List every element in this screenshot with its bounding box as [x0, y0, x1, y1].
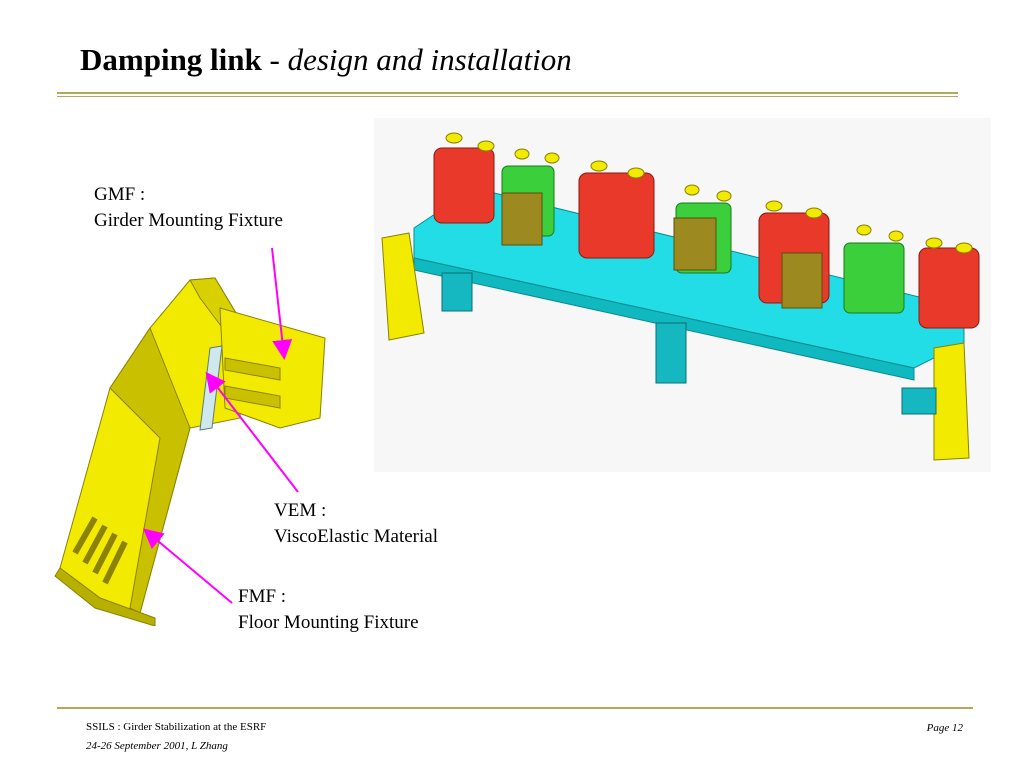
page-title: Damping link - design and installation [80, 40, 572, 80]
footer-conference: SSILS : Girder Stabilization at the ESRF [86, 721, 267, 733]
vem-abbr: VEM : [274, 500, 327, 521]
title-sub: design and installation [287, 42, 572, 77]
fmf-abbr: FMF : [238, 586, 287, 607]
page-number: Page 12 [926, 722, 963, 734]
title-rule [57, 92, 958, 94]
vem-full: ViscoElastic Material [274, 526, 438, 547]
title-rule-thin [57, 96, 958, 97]
title-separator: - [261, 42, 288, 77]
damping-link-illustration [40, 268, 330, 626]
fmf-label: FMF : Floor Mounting Fixture [238, 584, 419, 636]
girder-assembly-illustration [374, 118, 991, 472]
vem-label: VEM : ViscoElastic Material [274, 498, 438, 550]
footer-rule [57, 707, 973, 709]
gmf-label: GMF : Girder Mounting Fixture [94, 182, 283, 234]
footer-date-author: 24-26 September 2001, L Zhang [86, 740, 228, 752]
gmf-full: Girder Mounting Fixture [94, 210, 283, 231]
fmf-full: Floor Mounting Fixture [238, 612, 419, 633]
gmf-abbr: GMF : [94, 184, 146, 205]
title-main: Damping link [80, 42, 262, 77]
